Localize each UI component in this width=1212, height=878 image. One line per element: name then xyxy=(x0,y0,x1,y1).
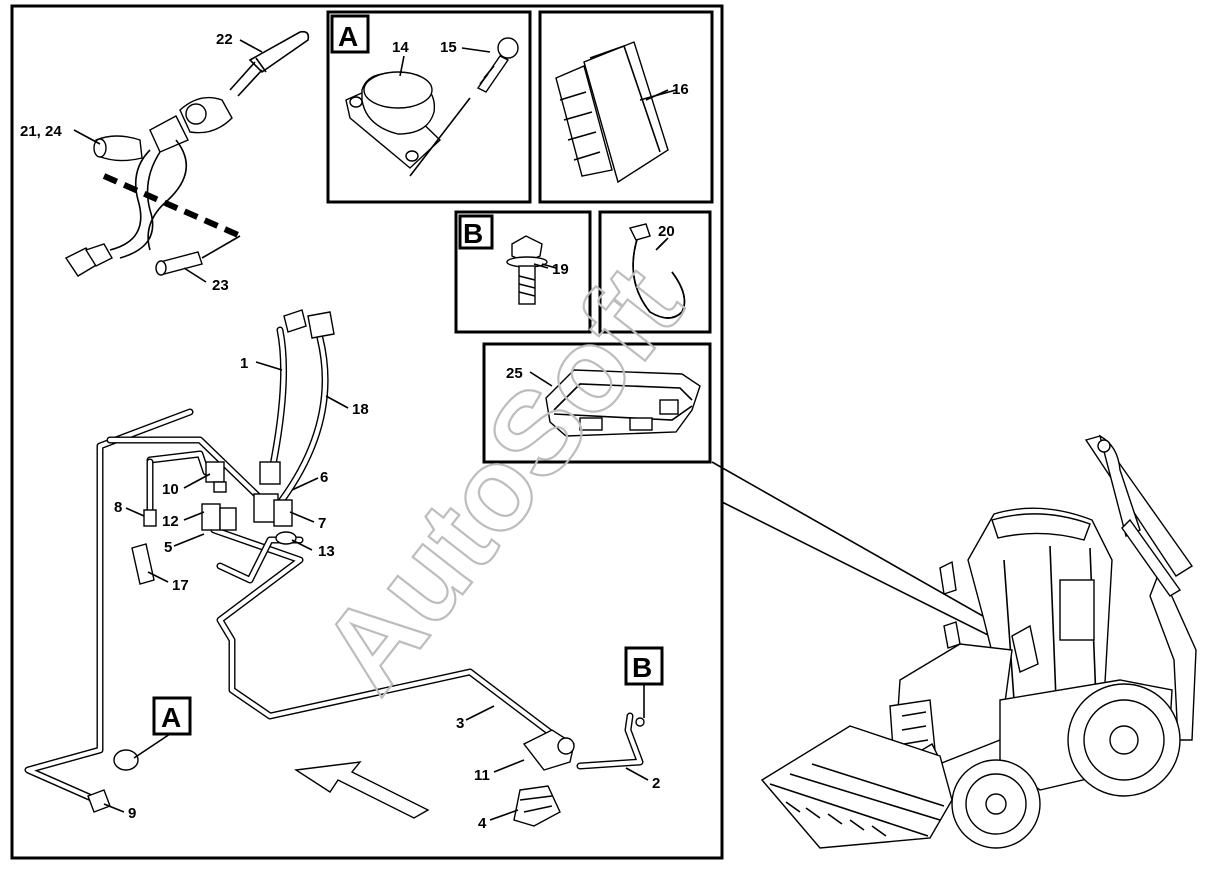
label-16: 16 xyxy=(672,81,689,98)
label-25: 25 xyxy=(506,365,523,382)
part-15-bolt xyxy=(409,37,519,177)
backhoe-loader xyxy=(760,434,1197,849)
label-3: 3 xyxy=(456,715,464,732)
detail-b-letter: B xyxy=(463,218,483,249)
leader-lines xyxy=(73,39,669,821)
svg-text:B: B xyxy=(632,652,652,683)
part-16-module xyxy=(555,41,677,184)
direction-arrow xyxy=(294,761,430,819)
part-14-cap xyxy=(345,71,442,169)
detail-a-letter: A xyxy=(338,21,358,52)
label-2: 2 xyxy=(652,775,660,792)
label-5: 5 xyxy=(164,539,172,556)
svg-text:A: A xyxy=(161,702,181,733)
label-22: 22 xyxy=(216,31,233,48)
label-7: 7 xyxy=(318,515,326,532)
label-10: 10 xyxy=(162,481,179,498)
label-12: 12 xyxy=(162,513,179,530)
main-harness xyxy=(24,309,645,827)
detail-b-letter-box xyxy=(458,214,494,250)
part-labels: 1 2 3 4 5 6 7 8 9 10 11 12 13 14 15 16 1… xyxy=(20,31,689,832)
label-13: 13 xyxy=(318,543,335,560)
label-17: 17 xyxy=(172,577,189,594)
label-9: 9 xyxy=(128,805,136,822)
label-19: 19 xyxy=(552,261,569,278)
label-11: 11 xyxy=(474,767,490,784)
lever-assembly xyxy=(64,30,310,277)
label-21-24: 21, 24 xyxy=(20,123,62,140)
flag-a: A xyxy=(133,696,192,759)
label-14: 14 xyxy=(392,39,409,56)
label-6: 6 xyxy=(320,469,328,486)
pointer-lines xyxy=(711,461,1019,651)
label-20: 20 xyxy=(658,223,675,240)
label-4: 4 xyxy=(478,815,487,832)
label-18: 18 xyxy=(352,401,369,418)
part-20-box xyxy=(598,210,712,334)
label-15: 15 xyxy=(440,39,457,56)
label-23: 23 xyxy=(212,277,229,294)
detail-a-letter-box xyxy=(330,14,370,54)
label-8: 8 xyxy=(114,499,122,516)
part-25-housing xyxy=(545,369,701,437)
label-1: 1 xyxy=(240,355,248,372)
main-frame xyxy=(10,4,724,860)
flag-b: B xyxy=(624,646,664,718)
